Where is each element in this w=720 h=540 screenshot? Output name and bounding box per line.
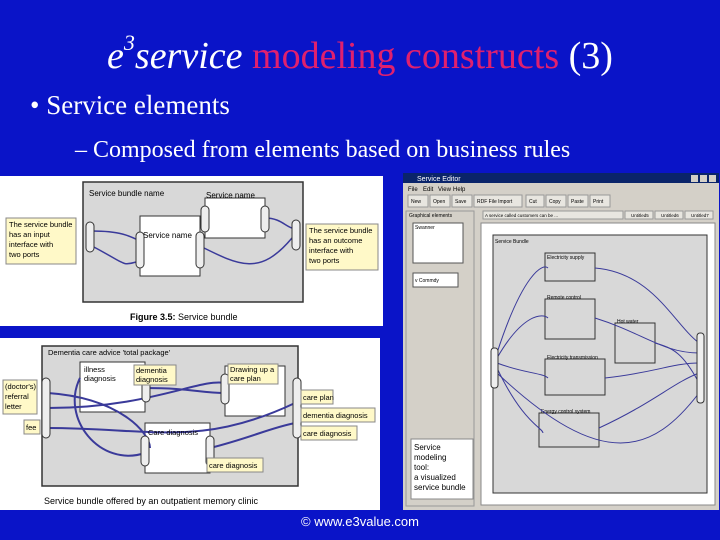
toolbar-new[interactable]: New xyxy=(411,199,421,205)
service-editor-window: Service Editor File Edit View Help New O… xyxy=(403,173,719,510)
toolbar-print[interactable]: Print xyxy=(593,199,604,205)
menu-view[interactable]: View xyxy=(438,187,452,193)
copyright: © www.e3value.com xyxy=(301,514,419,529)
top-service-label: Service name xyxy=(206,191,255,200)
dementia-bundle-diagram: Dementia care advice 'total package' ill… xyxy=(2,345,376,506)
subbullet-composed: – Composed from elements based on busine… xyxy=(75,137,570,164)
tab-2[interactable]: Untitled5 xyxy=(631,213,649,218)
title-number: (3) xyxy=(559,35,613,77)
service-bundle-figure: Service bundle name Service name Service… xyxy=(0,176,383,326)
drawing-plan-label: Drawing up a care plan xyxy=(230,365,276,383)
tab-3[interactable]: Untitled6 xyxy=(661,213,679,218)
palette-item-service[interactable]: Swanner xyxy=(415,225,435,231)
dementia-bundle-figure: Dementia care advice 'total package' ill… xyxy=(0,338,380,510)
palette-title: Graphical elements xyxy=(409,213,453,219)
figure-caption: Figure 3.5: Service bundle xyxy=(130,312,238,322)
inner-service-label: Service name xyxy=(143,231,192,240)
outcome-interface xyxy=(291,219,301,251)
palette-item-commodity[interactable]: v Commdy xyxy=(415,278,439,284)
bullet-marker: • xyxy=(30,90,40,120)
editor-note xyxy=(410,438,474,500)
menu-help[interactable]: Help xyxy=(453,187,466,193)
package-name: Dementia care advice 'total package' xyxy=(48,348,171,357)
service-bundle-diagram: Service bundle name Service name Service… xyxy=(5,181,379,322)
care-diagnosis-out-label: care diagnosis xyxy=(303,429,352,438)
input-note-text: The service bundle has an input interfac… xyxy=(9,220,74,259)
dementia-caption: Service bundle offered by an outpatient … xyxy=(44,496,258,506)
toolbar-paste[interactable]: Paste xyxy=(571,199,584,205)
dementia-diagnosis-label: dementia diagnosis xyxy=(303,411,368,420)
energy-control-label: Energy control system xyxy=(541,409,590,415)
fee-label: fee xyxy=(26,423,36,432)
editor-window-title: Service Editor xyxy=(417,176,461,183)
subbullet-text: Composed from elements based on business… xyxy=(93,137,571,163)
editor-tabs: A service called customers can be ... Un… xyxy=(482,210,714,220)
toolbar-cut[interactable]: Cut xyxy=(529,199,537,205)
input-note xyxy=(5,217,77,265)
toolbar-save[interactable]: Save xyxy=(455,199,467,205)
menu-edit[interactable]: Edit xyxy=(423,187,434,193)
title-superscript: 3 xyxy=(123,30,135,55)
slide-title: e3service modeling constructs (3) xyxy=(0,30,720,78)
bullet-text: Service elements xyxy=(46,90,230,120)
toolbar-rdf-import[interactable]: RDF File Import xyxy=(477,199,513,205)
illness-label: illness diagnosis xyxy=(84,365,116,383)
outcome-note-text: The service bundle has an outcome interf… xyxy=(309,226,374,265)
service-bundle-box-label: Service Bundle xyxy=(495,239,529,245)
inner-service-box xyxy=(139,215,201,277)
care-plan-label: care plan xyxy=(303,393,334,402)
editor-note-text: Service modeling tool: a visualized serv… xyxy=(414,443,466,492)
bundle-name-label: Service bundle name xyxy=(89,189,165,198)
hot-water-label: Hot water xyxy=(617,319,639,325)
care-diagnosis-small-label: care diagnosis xyxy=(209,461,258,470)
title-e: e xyxy=(107,35,124,77)
electricity-transmission-label: Electricity transmission xyxy=(547,355,598,361)
care-diagnosis-box-label: Care diagnosis xyxy=(148,428,198,437)
outcome-note xyxy=(305,223,379,271)
editor-toolbar: New Open Save RDF File Import Cut Copy P… xyxy=(407,194,611,208)
tab-1[interactable]: A service called customers can be ... xyxy=(485,213,558,218)
toolbar-open[interactable]: Open xyxy=(433,199,445,205)
toolbar-copy[interactable]: Copy xyxy=(549,199,561,205)
top-service-box xyxy=(204,197,266,239)
dementia-diagnosis-inner: dementia diagnosis xyxy=(136,366,169,384)
electricity-supply-label: Electricity supply xyxy=(547,255,585,261)
tab-4[interactable]: Untitled7 xyxy=(691,213,709,218)
service-editor-screenshot: Service Editor File Edit View Help New O… xyxy=(403,173,719,507)
title-service: service xyxy=(134,35,243,77)
menu-file[interactable]: File xyxy=(408,187,418,193)
title-modeling: modeling constructs xyxy=(242,35,560,77)
input-interface xyxy=(85,221,95,253)
remote-control-label: Remote control xyxy=(547,295,581,301)
editor-menu: File Edit View Help xyxy=(408,187,466,193)
subbullet-marker: – xyxy=(75,137,87,163)
referral-label: (doctor's) referral letter xyxy=(5,382,38,411)
bullet-service-elements: • Service elements xyxy=(30,90,230,121)
